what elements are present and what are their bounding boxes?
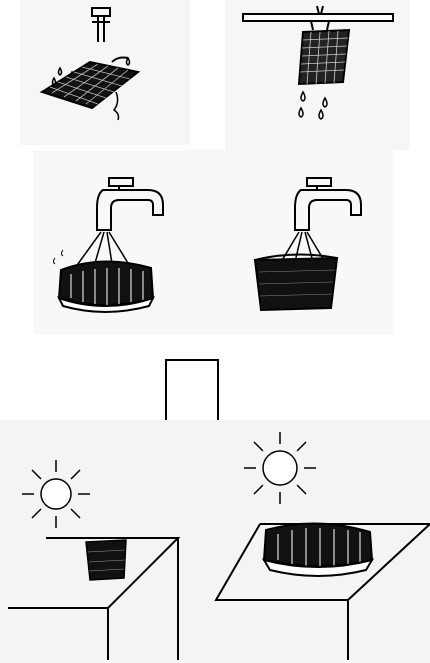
sun-dry-panel bbox=[0, 420, 430, 663]
right-sun-icon bbox=[244, 432, 316, 504]
faucet-basket-illustration bbox=[33, 150, 393, 335]
hanging-filter-illustration bbox=[225, 0, 410, 150]
hanging-mesh-filter-icon bbox=[299, 30, 349, 84]
hanging-rail-icon bbox=[243, 14, 393, 21]
sun-drying-illustration bbox=[0, 420, 430, 663]
faucet-flat-filter-illustration bbox=[20, 0, 190, 145]
drip-hanging-filter-panel bbox=[225, 0, 410, 150]
drying-round-basket-icon bbox=[264, 523, 372, 576]
left-sun-icon bbox=[22, 460, 90, 528]
drying-square-basket-icon bbox=[86, 540, 126, 580]
rinse-baskets-panel bbox=[33, 150, 393, 335]
rinse-flat-filter-panel bbox=[20, 0, 190, 145]
square-basket-icon bbox=[255, 254, 337, 310]
round-basket-icon bbox=[59, 261, 153, 312]
